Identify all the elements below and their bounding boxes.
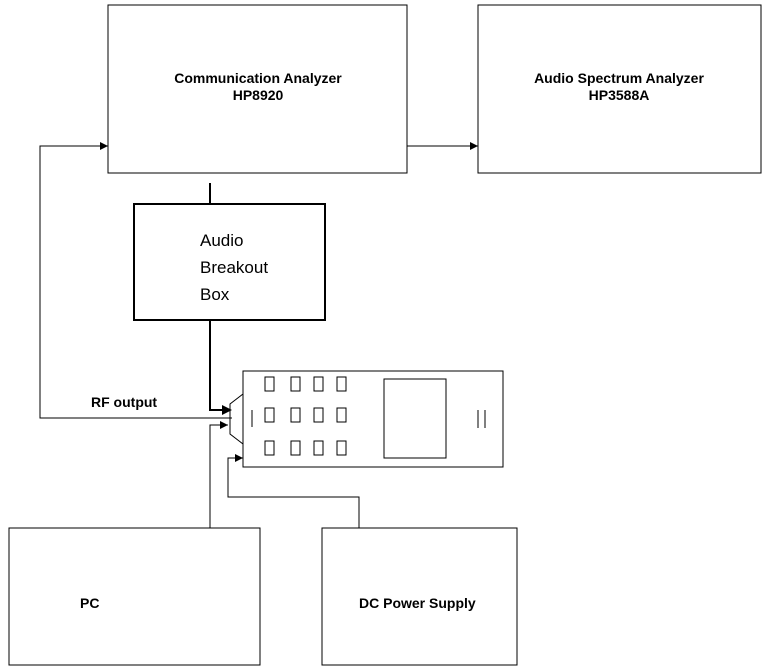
rf-output-label: RF output <box>91 394 157 410</box>
audio-breakout-box-line1: Audio <box>200 231 243 250</box>
audio-spectrum-analyzer-title: Audio Spectrum Analyzer <box>534 70 704 86</box>
communication-analyzer-box <box>107 4 408 174</box>
keypad-key <box>290 440 301 456</box>
power-to-handset-connector <box>227 454 360 528</box>
breakout-to-handset-connector <box>209 320 224 411</box>
dc-power-supply-label: DC Power Supply <box>359 595 476 611</box>
handset-display <box>383 378 447 459</box>
communication-analyzer-model: HP8920 <box>233 87 284 103</box>
mobile-handset <box>229 370 504 468</box>
audio-breakout-box-block: Audio Breakout Box <box>133 203 326 321</box>
keypad-key <box>336 376 347 392</box>
keypad-key <box>290 376 301 392</box>
keypad-key <box>313 440 324 456</box>
audio-breakout-box-line3: Box <box>200 285 230 304</box>
pc-to-handset-connector <box>209 421 228 528</box>
audio-breakout-box-line2: Breakout <box>200 258 268 277</box>
audio-spectrum-analyzer-block: Audio Spectrum Analyzer HP3588A <box>477 4 762 174</box>
keypad-key <box>264 440 275 456</box>
handset-body <box>242 370 504 468</box>
keypad-key <box>290 407 301 423</box>
handset-keypad <box>264 376 347 456</box>
breakout-to-handset-arrowhead <box>222 405 232 415</box>
handset-connector-port <box>229 393 244 445</box>
audio-spectrum-analyzer-model: HP3588A <box>589 87 650 103</box>
audio-spectrum-analyzer-box <box>477 4 762 174</box>
keypad-key <box>336 440 347 456</box>
pc-block: PC <box>8 527 261 666</box>
audio-breakout-box <box>133 203 326 321</box>
rf-output-connector <box>39 142 232 419</box>
pc-box <box>8 527 261 666</box>
keypad-key <box>264 376 275 392</box>
dc-power-supply-box <box>321 527 518 666</box>
pc-label: PC <box>80 595 99 611</box>
keypad-key <box>313 376 324 392</box>
keypad-key <box>313 407 324 423</box>
keypad-key <box>336 407 347 423</box>
communication-analyzer-block: Communication Analyzer HP8920 <box>107 4 408 174</box>
dc-power-supply-block: DC Power Supply <box>321 527 518 666</box>
communication-analyzer-title: Communication Analyzer <box>174 70 342 86</box>
keypad-key <box>264 407 275 423</box>
